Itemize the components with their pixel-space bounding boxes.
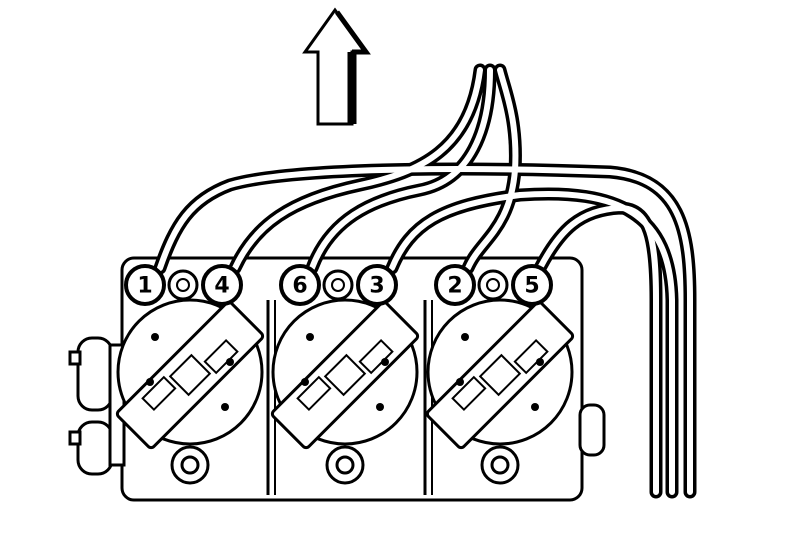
cylinder-terminal bbox=[279, 264, 321, 306]
cylinder-terminal bbox=[201, 264, 243, 306]
electrical-connector bbox=[68, 336, 606, 476]
cylinder-number-label: 1 bbox=[137, 274, 152, 299]
front-arrow-icon bbox=[302, 7, 371, 126]
coil-block bbox=[115, 300, 265, 450]
cylinder-number-label: 3 bbox=[369, 274, 384, 299]
coil-block bbox=[425, 300, 575, 450]
cylinder-terminal bbox=[124, 264, 166, 306]
cylinder-terminal bbox=[511, 264, 553, 306]
cylinder-number-label: 4 bbox=[214, 274, 229, 299]
coil-block bbox=[270, 300, 420, 450]
cylinder-terminal bbox=[434, 264, 476, 306]
cylinder-terminal bbox=[356, 264, 398, 306]
spark-plug-wires bbox=[153, 63, 697, 499]
cylinder-number-label: 2 bbox=[447, 274, 462, 299]
cylinder-number-label: 5 bbox=[524, 274, 539, 299]
cylinder-number-label: 6 bbox=[292, 274, 307, 299]
